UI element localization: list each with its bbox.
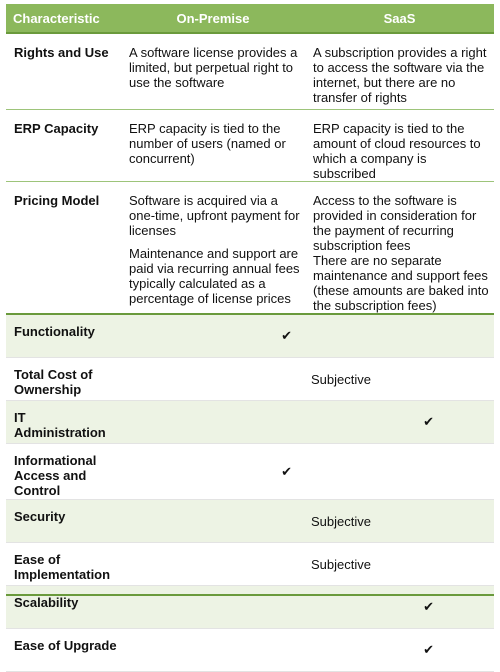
header-saas: SaaS (305, 4, 494, 34)
on-premise-cell: ✔ (121, 313, 305, 358)
saas-cell: ERP capacity is tied to the amount of cl… (305, 109, 494, 182)
saas-cell: A subscription provides a right to acces… (305, 33, 494, 110)
saas-cell: ✔ (305, 400, 494, 444)
comparison-table: Characteristic On-Premise SaaS Rights an… (6, 4, 494, 672)
on-premise-cell: ✔ (121, 443, 305, 500)
header-characteristic: Characteristic (6, 4, 121, 34)
detail-row: Pricing Model Software is acquired via a… (6, 182, 494, 315)
saas-cell (305, 313, 494, 358)
row-label: Informational Access and Control (6, 443, 121, 500)
comparison-row: Security Subjective (6, 499, 494, 543)
detail-row: ERP Capacity ERP capacity is tied to the… (6, 109, 494, 182)
on-premise-cell (121, 585, 305, 629)
saas-cell: Access to the software is provided in co… (305, 182, 494, 315)
on-premise-cell (121, 542, 305, 586)
row-label: Functionality (6, 313, 121, 358)
on-premise-cell: Software is acquired via a one-time, upf… (121, 182, 305, 315)
row-label: Scalability (6, 585, 121, 629)
on-premise-cell: ERP capacity is tied to the number of us… (121, 109, 305, 182)
comparison-row: Functionality ✔ (6, 313, 494, 358)
saas-paragraph: Access to the software is provided in co… (313, 193, 477, 253)
checkmark-icon: ✔ (281, 464, 292, 480)
subjective-label: Subjective (305, 499, 494, 543)
on-premise-paragraph: Software is acquired via a one-time, upf… (129, 193, 300, 238)
detail-row: Rights and Use A software license provid… (6, 33, 494, 110)
comparison-figure: Characteristic On-Premise SaaS Rights an… (6, 4, 494, 672)
checkmark-icon: ✔ (423, 415, 434, 430)
saas-paragraph: There are no separate maintenance and su… (313, 253, 489, 313)
row-label: Pricing Model (14, 193, 100, 208)
row-label: ERP Capacity (6, 109, 121, 182)
comparison-row: IT Administration ✔ (6, 400, 494, 444)
on-premise-paragraph: Maintenance and support are paid via rec… (129, 246, 300, 306)
on-premise-cell (121, 357, 305, 401)
comparison-row: Informational Access and Control ✔ (6, 443, 494, 500)
on-premise-cell (121, 400, 305, 444)
header-on-premise: On-Premise (121, 4, 305, 34)
checkmark-icon: ✔ (423, 600, 434, 615)
row-label: Rights and Use (6, 33, 121, 110)
header-row: Characteristic On-Premise SaaS (6, 4, 494, 34)
comparison-row: Ease of Upgrade ✔ (6, 628, 494, 672)
subjective-label: Subjective (305, 542, 494, 586)
row-label: Total Cost of Ownership (6, 357, 121, 401)
checkmark-icon: ✔ (281, 329, 292, 344)
row-label: IT Administration (6, 400, 121, 444)
saas-cell: ✔ (305, 585, 494, 629)
on-premise-cell (121, 628, 305, 672)
on-premise-cell: A software license provides a limited, b… (121, 33, 305, 110)
comparison-row: Scalability ✔ (6, 585, 494, 629)
checkmark-icon: ✔ (423, 643, 434, 658)
row-label: Ease of Upgrade (6, 628, 121, 672)
row-label: Ease of Implementation (6, 542, 121, 586)
paragraph-gap (129, 238, 301, 246)
row-label: Security (6, 499, 121, 543)
comparison-row: Ease of Implementation Subjective (6, 542, 494, 586)
subjective-label: Subjective (305, 357, 494, 401)
on-premise-cell (121, 499, 305, 543)
table-bottom-rule (6, 594, 494, 596)
saas-cell: ✔ (305, 628, 494, 672)
comparison-row: Total Cost of Ownership Subjective (6, 357, 494, 401)
saas-cell (305, 443, 494, 500)
